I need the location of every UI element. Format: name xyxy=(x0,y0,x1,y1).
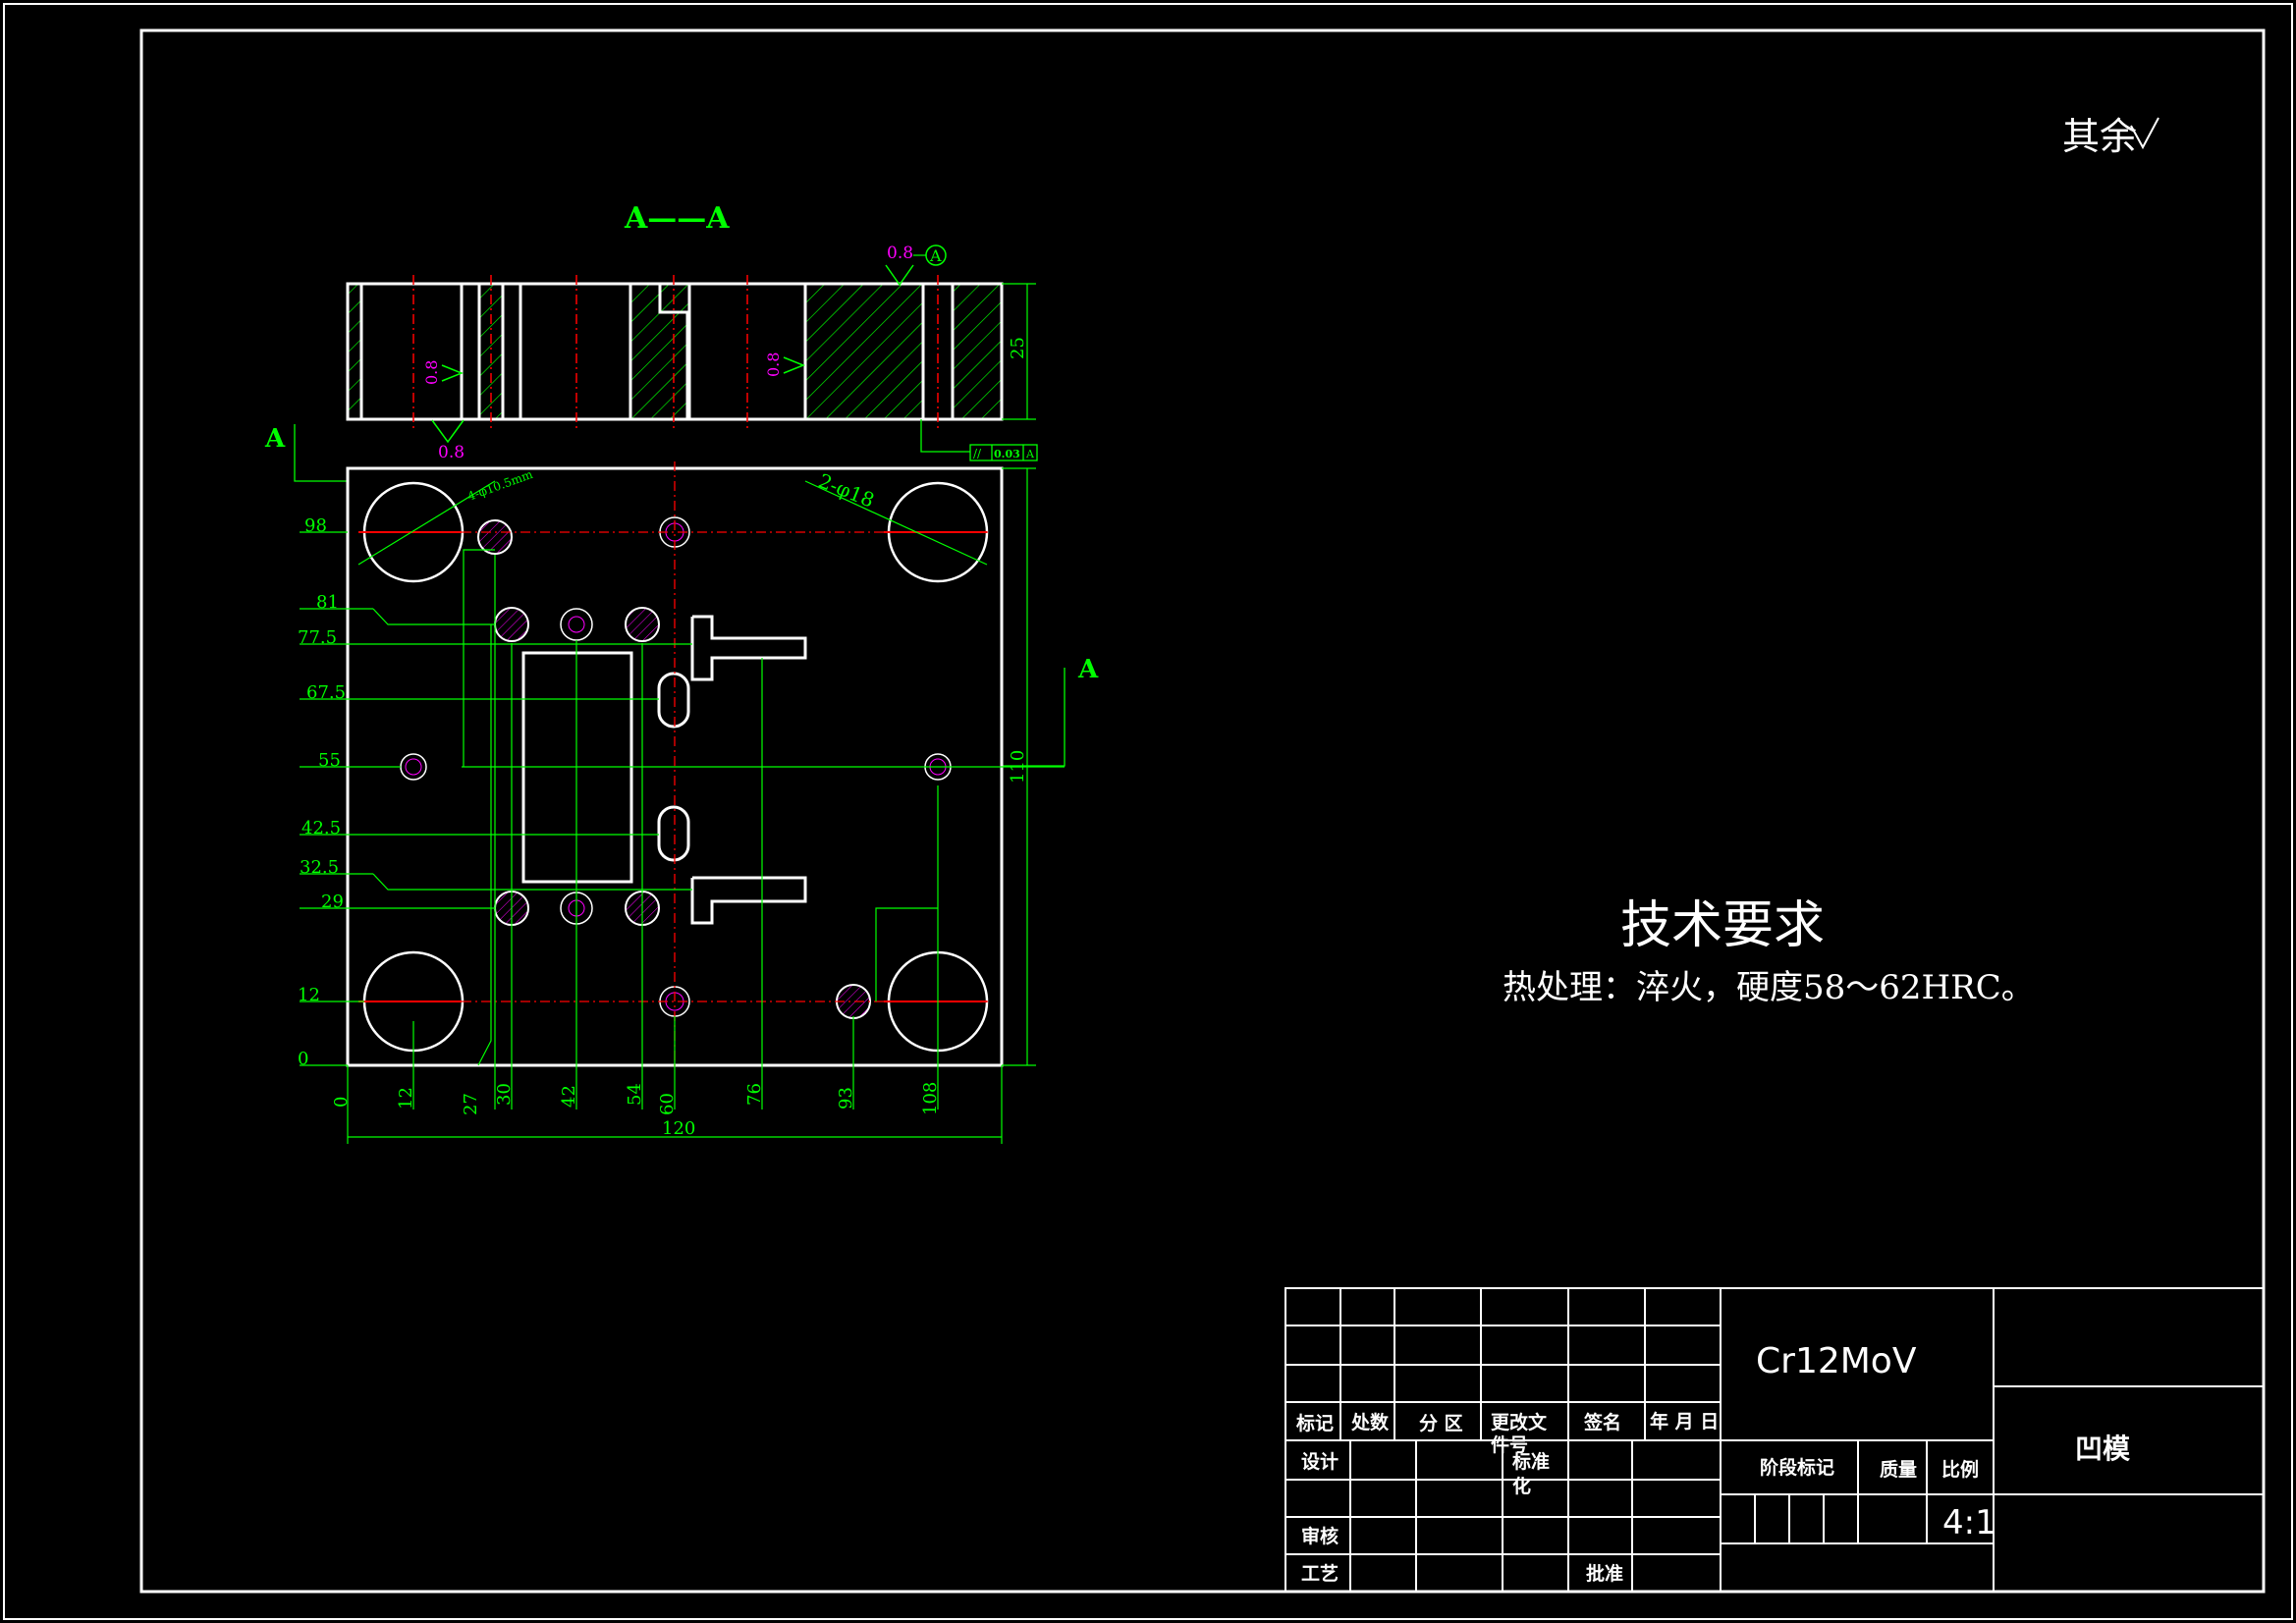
svg-text:0: 0 xyxy=(331,1097,352,1108)
cut-label-right: A xyxy=(1077,655,1099,684)
title-block: 标记 处数 分 区 更改文 件号 签名 年 月 日 设计 标准 化 审核 工艺 … xyxy=(1285,1287,2265,1593)
hole-note-small: 4-φ10.5mm xyxy=(465,467,535,504)
svg-text:化: 化 xyxy=(1512,1475,1531,1497)
dim-width: 120 xyxy=(662,1118,695,1139)
svg-text:签名: 签名 xyxy=(1583,1411,1621,1434)
svg-text:27: 27 xyxy=(461,1093,481,1115)
svg-text:108: 108 xyxy=(920,1082,941,1115)
material: Cr12MoV xyxy=(1756,1341,1917,1381)
y-dimension-labels: 98 81 77.5 67.5 55 42.5 32.5 29 12 0 xyxy=(298,515,346,1069)
svg-text:质量: 质量 xyxy=(1880,1459,1917,1481)
tech-req-title: 技术要求 xyxy=(1620,896,1825,955)
inner-border xyxy=(139,28,2266,1594)
svg-text:A: A xyxy=(1025,448,1035,460)
svg-text:分 区: 分 区 xyxy=(1419,1413,1463,1434)
section-view: 0.8 0.8 0.8 0.8 A // 0.03 A 25 xyxy=(346,243,1038,462)
section-height-dim: 25 xyxy=(1008,337,1028,359)
svg-text:98: 98 xyxy=(304,515,327,536)
svg-text:12: 12 xyxy=(396,1087,416,1109)
svg-text:0.03: 0.03 xyxy=(994,448,1020,460)
svg-text:处数: 处数 xyxy=(1350,1411,1390,1434)
svg-text:标准: 标准 xyxy=(1512,1451,1550,1473)
svg-text:件号: 件号 xyxy=(1491,1434,1528,1456)
svg-text:0.8: 0.8 xyxy=(887,243,913,263)
x-dimension-labels: 0 12 27 30 42 54 60 76 93 108 xyxy=(331,1082,941,1115)
svg-text:76: 76 xyxy=(744,1083,765,1106)
svg-text:设计: 设计 xyxy=(1301,1451,1339,1473)
svg-text://: // xyxy=(973,447,982,460)
svg-text:阶段标记: 阶段标记 xyxy=(1760,1456,1834,1479)
surface-finish-general: 其余 xyxy=(2062,115,2137,158)
svg-text:工艺: 工艺 xyxy=(1301,1563,1339,1585)
cut-label-left: A xyxy=(264,424,286,454)
svg-text:批准: 批准 xyxy=(1586,1563,1623,1585)
svg-text:30: 30 xyxy=(494,1083,515,1106)
part-name: 凹模 xyxy=(2075,1433,2131,1465)
dimension-lines xyxy=(300,467,1065,1144)
svg-text:12: 12 xyxy=(298,985,320,1005)
svg-text:0: 0 xyxy=(298,1049,308,1069)
svg-text:93: 93 xyxy=(836,1087,856,1109)
svg-text:32.5: 32.5 xyxy=(300,857,339,878)
svg-text:29: 29 xyxy=(321,892,344,912)
roughness-symbol-icon xyxy=(2130,117,2159,150)
svg-text:年 月 日: 年 月 日 xyxy=(1650,1410,1719,1433)
svg-text:55: 55 xyxy=(318,750,341,771)
section-label: A——A xyxy=(624,201,730,236)
hole-note-large: 2-φ18 xyxy=(815,468,878,512)
svg-text:比例: 比例 xyxy=(1941,1458,1979,1481)
svg-text:42: 42 xyxy=(559,1085,579,1108)
svg-text:67.5: 67.5 xyxy=(306,682,346,703)
svg-text:0.8: 0.8 xyxy=(422,360,441,385)
svg-text:60: 60 xyxy=(657,1093,678,1115)
datum-label: A xyxy=(929,246,942,265)
svg-text:更改文: 更改文 xyxy=(1491,1411,1548,1434)
svg-text:标记: 标记 xyxy=(1296,1413,1334,1434)
plan-view: 4-φ10.5mm 2-φ18 xyxy=(346,461,1004,1070)
dim-height: 110 xyxy=(1008,750,1028,784)
svg-text:0.8: 0.8 xyxy=(764,352,783,377)
svg-text:54: 54 xyxy=(625,1083,645,1106)
svg-text:77.5: 77.5 xyxy=(298,627,337,648)
surface-finish-label: 0.8 xyxy=(438,443,465,462)
outer-border xyxy=(3,3,2293,1620)
tech-req-text: 热处理：淬火，硬度58～62HRC。 xyxy=(1503,968,2035,1007)
tolerance-frame xyxy=(920,419,1038,461)
svg-text:审核: 审核 xyxy=(1301,1525,1339,1547)
svg-text:42.5: 42.5 xyxy=(301,818,341,839)
svg-text:81: 81 xyxy=(316,592,339,613)
scale: 4:1 xyxy=(1942,1503,1996,1542)
